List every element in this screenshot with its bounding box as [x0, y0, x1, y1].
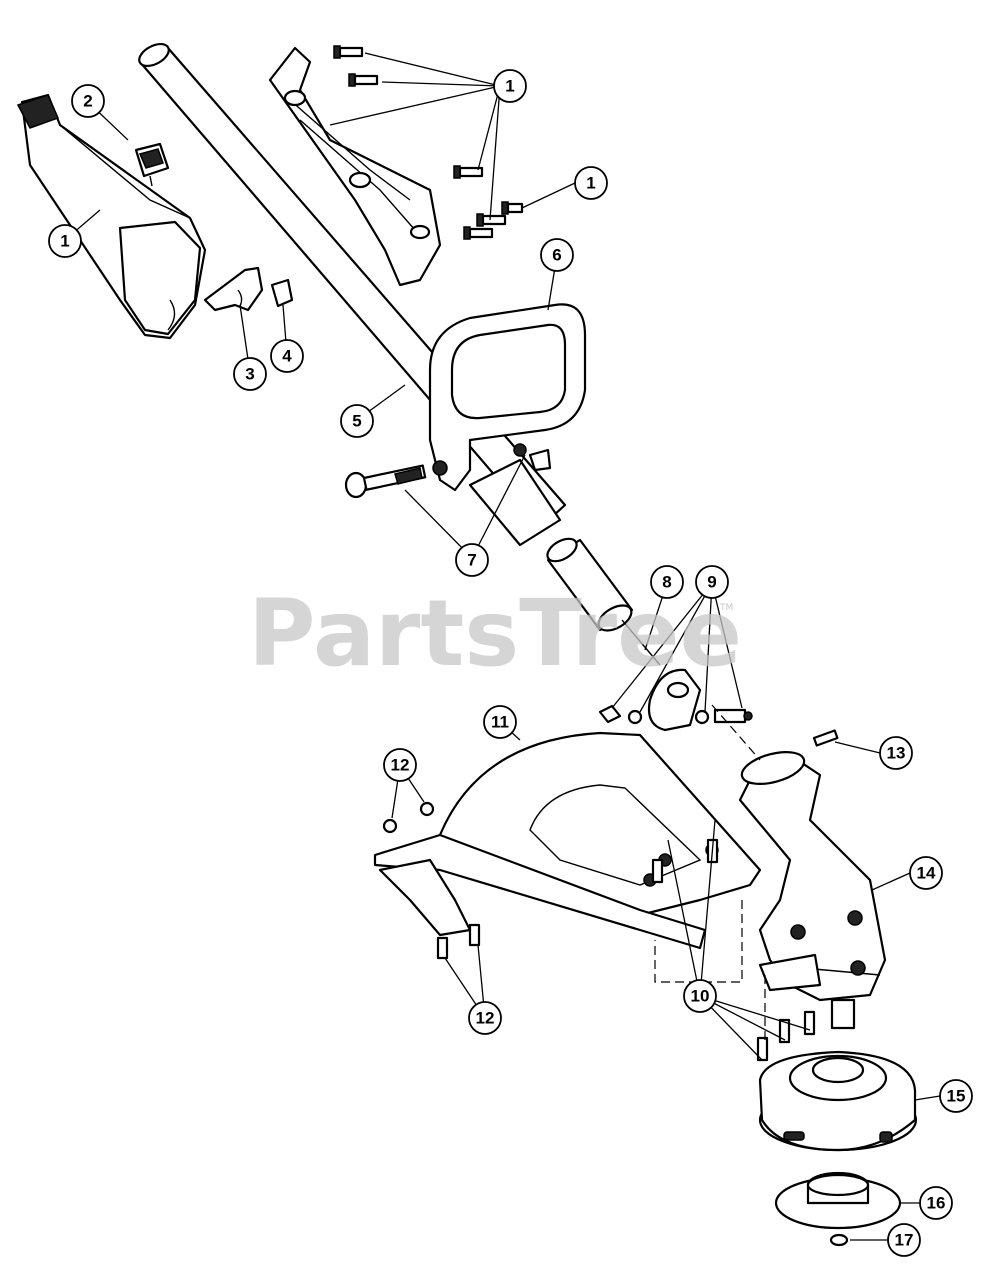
spool-cap [774, 1171, 902, 1230]
upper-shaft [138, 42, 567, 530]
svg-text:16: 16 [927, 1194, 946, 1213]
callout-5: 5 [340, 404, 374, 438]
lower-shaft [468, 458, 661, 666]
callout-13: 13 [879, 736, 913, 770]
svg-text:13: 13 [887, 744, 906, 763]
svg-text:10: 10 [691, 987, 710, 1006]
callout-11: 11 [483, 705, 517, 739]
grass-guard [373, 731, 762, 950]
svg-text:1: 1 [60, 232, 69, 251]
clamp-bracket [598, 668, 753, 732]
svg-text:15: 15 [947, 1087, 966, 1106]
svg-text:4: 4 [282, 347, 292, 366]
callout-4: 4 [270, 339, 304, 373]
callout-2: 2 [71, 84, 105, 118]
handle-housing-right [268, 46, 442, 287]
svg-text:11: 11 [491, 713, 509, 732]
callout-12-bottom: 12 [468, 1001, 502, 1035]
svg-text:9: 9 [707, 573, 716, 592]
callout-10: 10 [683, 979, 717, 1013]
svg-text:2: 2 [83, 92, 92, 111]
screw-13 [812, 729, 839, 747]
callout-1-top: 1 [493, 69, 527, 103]
svg-text:3: 3 [245, 365, 254, 384]
callout-1-right: 1 [574, 166, 608, 200]
callouts: 1 1 1 2 3 4 5 6 7 8 9 10 11 12 12 1 [48, 69, 973, 1257]
callout-15: 15 [939, 1079, 973, 1113]
callout-12-top: 12 [383, 748, 417, 782]
callout-14: 14 [909, 856, 943, 890]
callout-9: 9 [695, 565, 729, 599]
screws-1 [333, 45, 524, 240]
nut-17 [829, 1233, 849, 1247]
svg-text:6: 6 [552, 246, 561, 265]
callout-7: 7 [455, 543, 489, 577]
callout-8: 8 [650, 565, 684, 599]
svg-text:12: 12 [391, 756, 410, 775]
watermark-tm: TM [719, 603, 733, 613]
handle-housing-left [16, 93, 207, 340]
svg-text:8: 8 [662, 573, 671, 592]
callout-6: 6 [540, 238, 574, 272]
switch [134, 142, 170, 187]
callout-17: 17 [887, 1223, 921, 1257]
motor-housing [738, 751, 887, 1030]
watermark: PartsTree TM [248, 580, 742, 687]
svg-text:12: 12 [476, 1009, 495, 1028]
screws-12 [382, 801, 481, 960]
svg-text:7: 7 [467, 551, 476, 570]
svg-text:17: 17 [895, 1231, 914, 1250]
svg-text:1: 1 [505, 77, 514, 96]
callout-16: 16 [919, 1186, 953, 1220]
handle-bolt [344, 448, 552, 499]
assist-handle [428, 303, 587, 492]
watermark-text: PartsTree [248, 580, 742, 687]
svg-text:5: 5 [352, 412, 361, 431]
assembly-lines [654, 704, 766, 1040]
trigger [203, 266, 264, 312]
spool-housing [758, 1050, 918, 1152]
svg-text:1: 1 [586, 174, 595, 193]
spring [270, 278, 294, 308]
svg-text:14: 14 [917, 864, 936, 883]
callout-3: 3 [233, 357, 267, 391]
callout-1-left: 1 [48, 224, 82, 258]
